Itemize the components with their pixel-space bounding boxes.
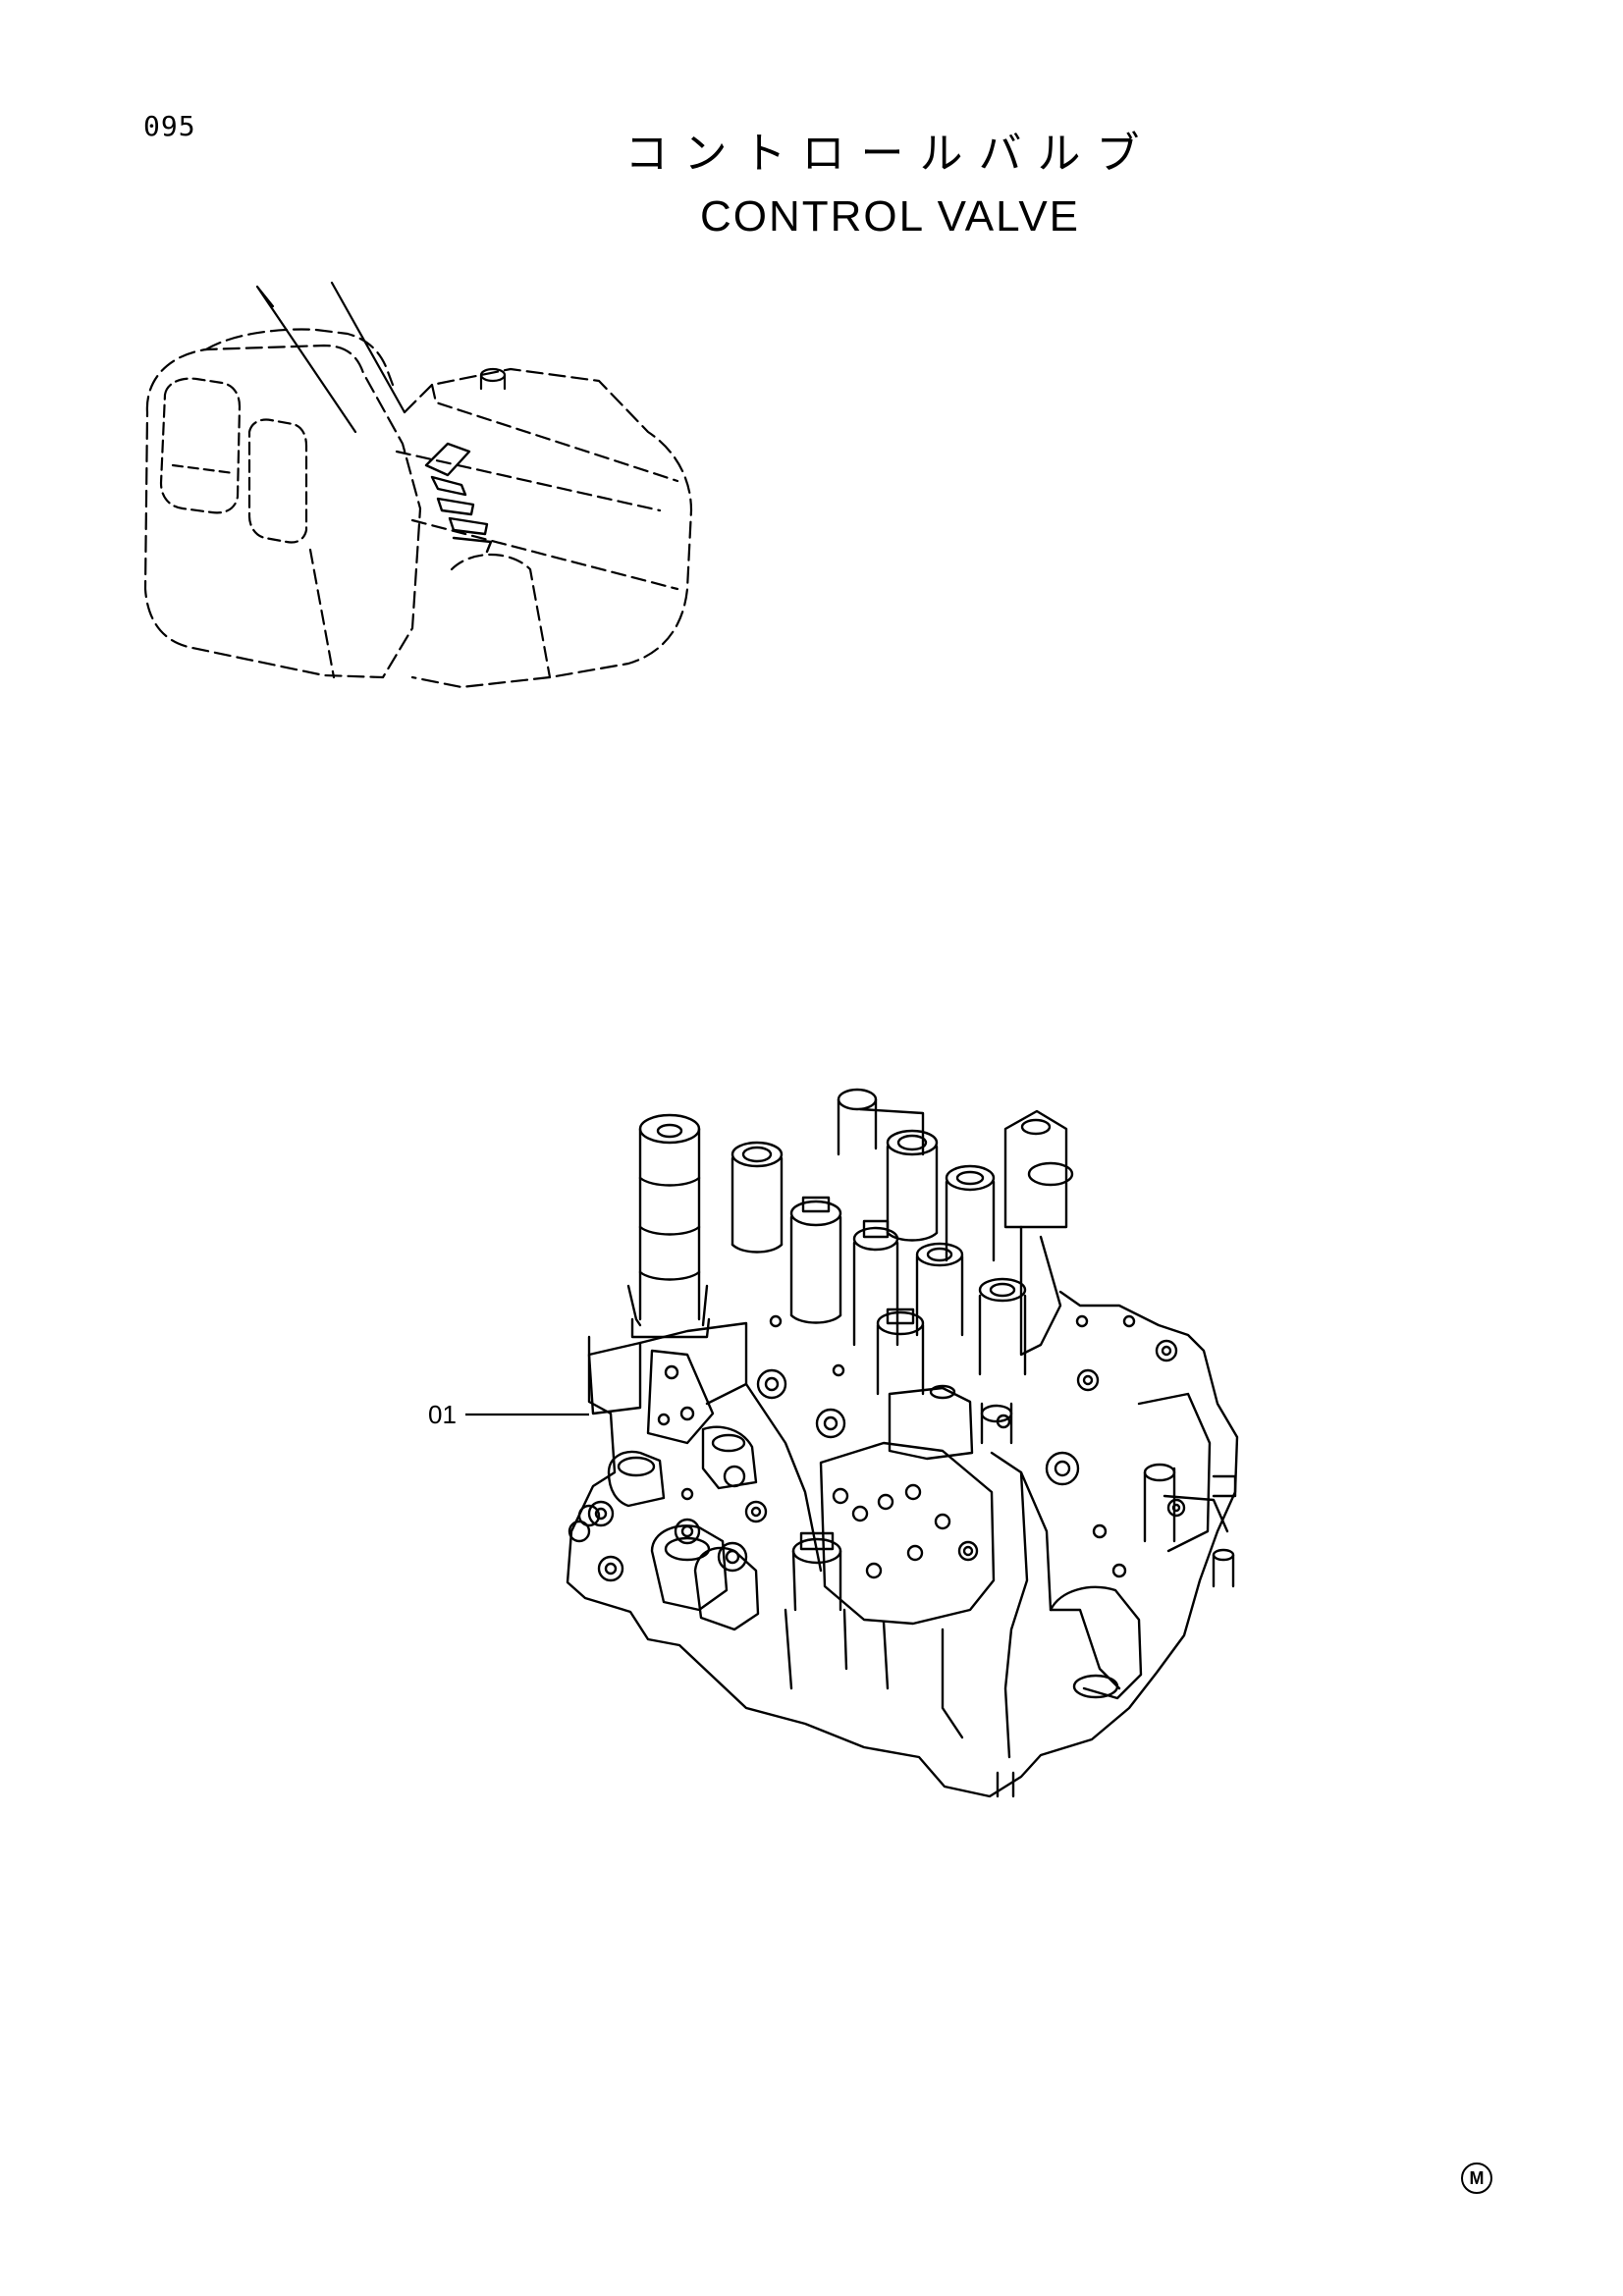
- title-english: CONTROL VALVE: [699, 192, 1081, 240]
- manufacturer-mark: M: [1461, 2163, 1492, 2194]
- title-block: コントロールバルブ CONTROL VALVE: [0, 126, 1623, 245]
- callout-label-01: 01: [428, 1400, 457, 1429]
- page-number: 095: [143, 110, 196, 142]
- title-japanese: コントロールバルブ: [624, 129, 1156, 179]
- control-valve-assembly-icon: [566, 1088, 1239, 1798]
- excavator-location-icon: [143, 281, 693, 689]
